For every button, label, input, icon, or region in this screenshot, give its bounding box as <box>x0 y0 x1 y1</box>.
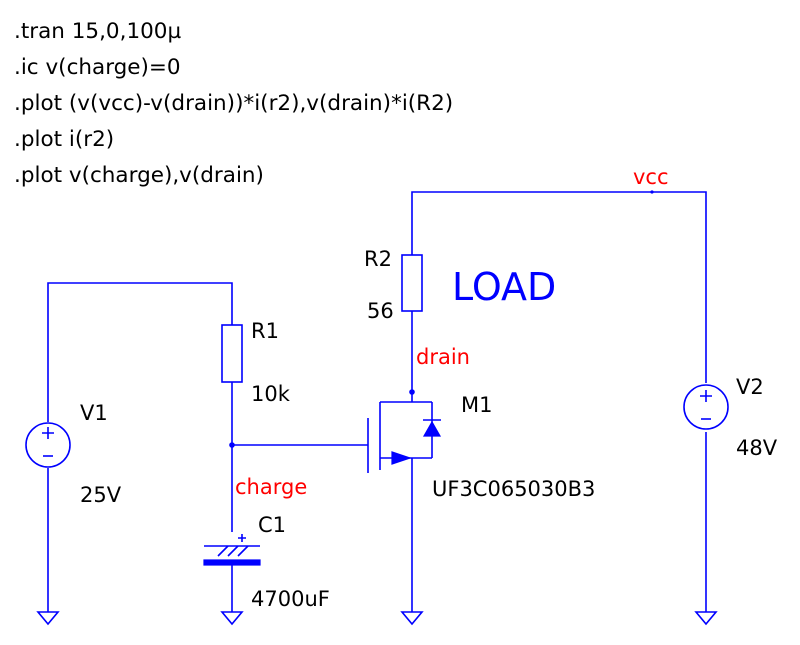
r1-name: R1 <box>251 319 279 343</box>
wire-vcc <box>411 191 707 383</box>
directive-plot-power: .plot (v(vcc)-v(drain))*i(r2),v(drain)*i… <box>14 91 453 116</box>
capacitor-c1[interactable] <box>203 534 261 566</box>
voltage-source-v2[interactable] <box>683 384 729 430</box>
ground-icon <box>400 611 424 626</box>
plus-icon <box>42 427 54 439</box>
voltage-source-v1-body <box>25 422 71 468</box>
spice-directives: .tran 15,0,100µ .ic v(charge)=0 .plot (v… <box>14 19 453 188</box>
v1-value: 25V <box>80 483 122 507</box>
v1-name: V1 <box>80 401 108 425</box>
net-flag-vcc-dot <box>650 190 654 194</box>
ground-icon <box>36 611 60 626</box>
v2-name: V2 <box>736 375 764 399</box>
annotation-load: LOAD <box>452 265 556 309</box>
directive-tran: .tran 15,0,100µ <box>14 19 181 44</box>
r2-name: R2 <box>364 247 392 271</box>
v2-value: 48V <box>736 436 778 460</box>
c1-name: C1 <box>258 513 286 537</box>
plus-icon <box>700 390 712 402</box>
m1-model: UF3C065030B3 <box>432 477 595 501</box>
net-label-vcc: vcc <box>633 165 669 189</box>
wires <box>47 191 707 612</box>
net-label-charge: charge <box>235 475 307 499</box>
diode-icon <box>422 420 442 437</box>
capacitor-c1-hatch <box>217 545 249 557</box>
net-label-drain: drain <box>416 345 470 369</box>
r2-value: 56 <box>367 299 394 323</box>
plus-icon <box>238 534 246 542</box>
voltage-source-v2-body <box>683 384 729 430</box>
mosfet-drain-lead <box>380 392 432 403</box>
resistor-r1[interactable] <box>221 324 243 383</box>
c1-value: 4700uF <box>251 587 330 611</box>
resistor-r2[interactable] <box>401 254 423 312</box>
ground-icon <box>694 611 718 626</box>
directive-plot-voltage: .plot v(charge),v(drain) <box>14 163 264 188</box>
directive-plot-current: .plot i(r2) <box>14 127 114 152</box>
junction-charge <box>229 442 235 448</box>
voltage-source-v1[interactable] <box>25 422 71 468</box>
m1-name: M1 <box>461 393 492 417</box>
capacitor-c1-bottom-plate <box>203 559 261 566</box>
r1-value: 10k <box>251 382 291 406</box>
mosfet-m1[interactable] <box>367 392 442 473</box>
wire-v1-r1 <box>47 282 233 422</box>
mosfet-arrow-icon <box>391 451 412 465</box>
directive-ic: .ic v(charge)=0 <box>14 55 181 80</box>
ground-icon <box>220 611 244 626</box>
